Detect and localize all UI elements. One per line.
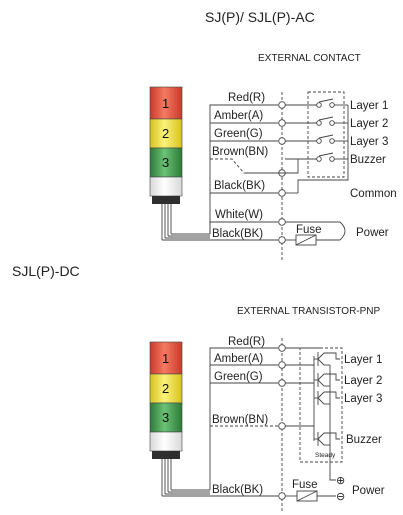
pnp-transistor-icon [314,352,325,366]
ac-tier-red [149,86,183,120]
ac-output-label: Layer 2 [350,118,388,130]
dc-wire-label: Red(R) [228,336,265,348]
dc-tier-number: 3 [162,410,169,425]
ac-tier-green [149,147,183,178]
pnp-transistor-icon [314,373,325,387]
ac-output-label: Layer 3 [350,136,388,148]
ac-wire-label: Red(R) [228,92,265,104]
pnp-transistor-icon [314,391,325,405]
ac-wire-label: Black(BK) [212,228,263,240]
ac-title: SJ(P)/ SJL(P)-AC [205,9,315,25]
minus-icon: ⊖ [336,491,345,503]
dc-title: SJL(P)-DC [12,263,80,279]
ac-wire-label: Brown(BN) [212,146,268,158]
dc-tier-green [149,402,183,433]
dc-wire-label: Green(G) [214,371,263,383]
dc-output-label: Layer 3 [344,393,382,405]
plus-icon: ⊕ [336,475,345,487]
dc-output-label: Buzzer [346,434,382,446]
ac-heading: EXTERNAL CONTACT [258,53,361,64]
ac-external-contacts [244,91,349,194]
dc-wire-leads [209,347,278,490]
ac-wire-label: Green(G) [214,128,263,140]
dc-steady-label: Steady [315,452,336,459]
ac-tier-number: 3 [162,155,169,170]
dc-output-label: Layer 2 [344,375,382,387]
ac-diagram: SJ(P)/ SJL(P)-AC EXTERNAL CONTACT 1 2 3 [149,9,397,260]
dc-tier-number: 2 [162,381,169,396]
ac-output-label: Buzzer [350,154,386,166]
dc-heading: EXTERNAL TRANSISTOR-PNP [237,306,381,317]
ac-tier-number: 1 [162,96,169,111]
ac-output-label: Power [356,227,389,239]
dc-tier-clear [149,431,183,452]
dc-output-label: Layer 1 [344,354,382,366]
dc-wire-label: Brown(BN) [212,414,268,426]
dc-tower-base [152,451,180,459]
ac-output-label: Common [350,188,397,200]
dc-diagram: SJL(P)-DC EXTERNAL TRANSISTOR-PNP 1 2 3 [12,263,385,512]
ac-wire-label: Black(BK) [214,180,265,192]
dc-signal-tower: 1 2 3 [149,341,183,459]
ac-wire-label: Amber(A) [214,110,263,122]
ac-fuse-label: Fuse [296,224,322,236]
dc-fuse-label: Fuse [292,479,318,491]
dc-power-supply [285,470,336,502]
ac-tier-number: 2 [162,126,169,141]
ac-output-label: Layer 1 [350,100,388,112]
dc-cable-bundle [161,459,278,497]
dc-pnp-transistors [285,347,343,470]
dc-terminals [278,344,286,500]
dc-wire-label: Black(BK) [212,484,263,496]
ac-cable-bundle [161,204,278,241]
ac-tower-base [152,196,180,204]
ac-wire-label: White(W) [215,209,263,221]
ac-tier-clear [149,176,183,197]
pnp-transistor-icon [314,432,325,446]
dc-output-label: Power [352,485,385,497]
ac-terminals [278,101,286,244]
dc-wire-label: Amber(A) [214,353,263,365]
ac-power-supply [285,221,346,246]
dc-tier-red [149,341,183,375]
ac-tier-amber [149,118,183,149]
ac-signal-tower: 1 2 3 [149,86,183,204]
dc-tier-number: 1 [162,351,169,366]
